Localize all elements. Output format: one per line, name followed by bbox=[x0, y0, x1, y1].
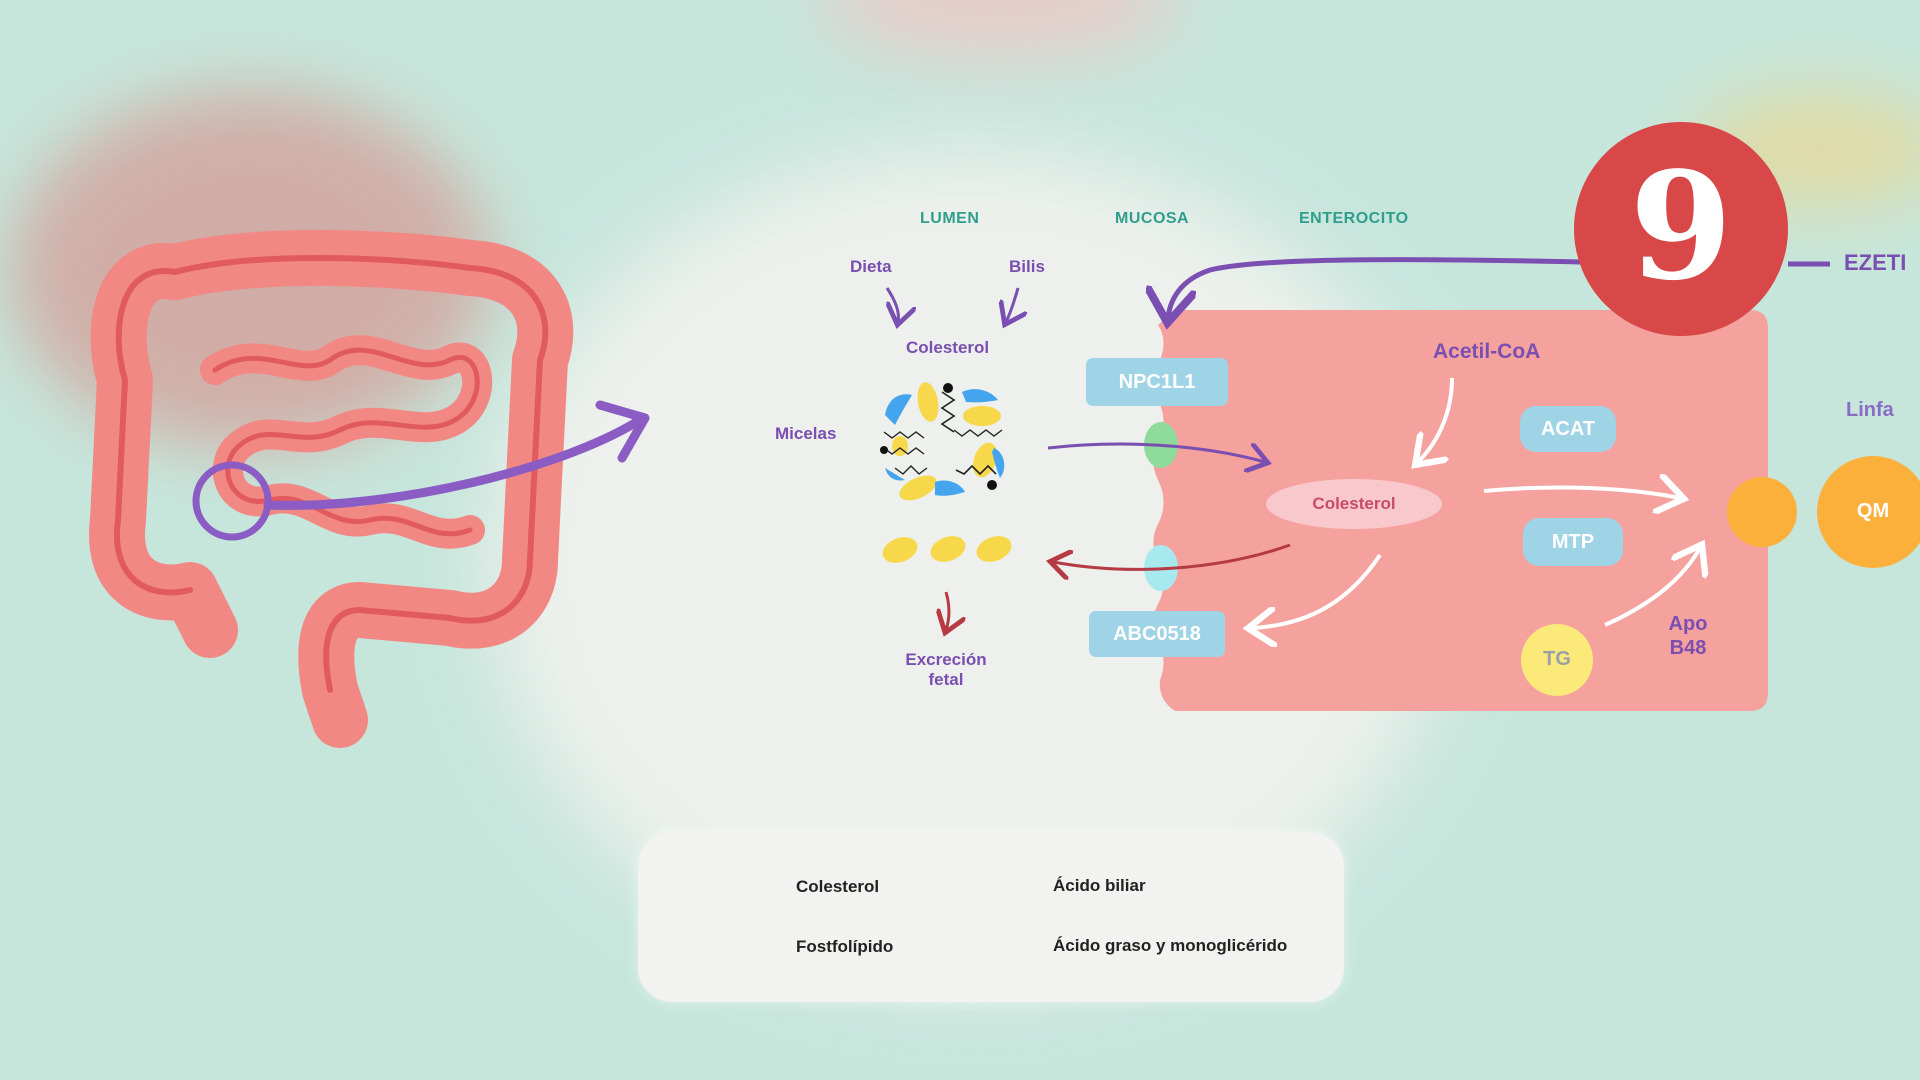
header-enterocito: ENTEROCITO bbox=[1299, 210, 1409, 227]
label-ezetimibe: EZETI bbox=[1844, 250, 1907, 275]
header-mucosa: MUCOSA bbox=[1115, 210, 1190, 227]
tg-circle bbox=[1521, 624, 1593, 696]
label-dieta: Dieta bbox=[850, 257, 892, 276]
label-excrecion-line1: Excreción bbox=[905, 650, 987, 669]
npc1l1-transporter: NPC1L1 bbox=[1086, 358, 1228, 406]
label-linfa: Linfa bbox=[1846, 399, 1894, 421]
acat-enzyme: ACAT bbox=[1520, 406, 1616, 452]
qm-circle bbox=[1817, 456, 1920, 568]
free-cholesterol bbox=[976, 536, 1012, 562]
enterocyte-cell bbox=[1153, 310, 1768, 711]
label-apo-line2: B48 bbox=[1669, 637, 1707, 659]
esterification-arrow bbox=[1483, 487, 1680, 498]
dieta-arrow bbox=[887, 287, 898, 322]
header-lumen: LUMEN bbox=[920, 210, 980, 227]
enterocyte-cholesterol-ellipse bbox=[1266, 479, 1442, 529]
absorption-arrow bbox=[1047, 442, 1265, 462]
free-cholesterol bbox=[930, 536, 966, 562]
legend-label-acido-graso: Ácido graso y monoglicérido bbox=[1053, 936, 1288, 955]
free-cholesterol bbox=[882, 537, 918, 563]
legend-panel: Colesterol Ácido biliar Fostfolípido Áci… bbox=[638, 832, 1344, 1002]
legend-label-colesterol: Colesterol bbox=[796, 877, 880, 896]
micelle bbox=[880, 382, 1005, 501]
abc0518-transporter: ABC0518 bbox=[1089, 611, 1225, 657]
label-apo-line1: Apo bbox=[1668, 613, 1708, 635]
label-bilis: Bilis bbox=[1009, 257, 1045, 276]
label-qm: QM bbox=[1856, 500, 1890, 522]
efflux-arrow bbox=[1053, 543, 1291, 569]
efflux-white-arrow bbox=[1252, 553, 1382, 628]
label-excrecion-line2: fetal bbox=[928, 670, 964, 689]
mtp-protein: MTP bbox=[1523, 518, 1623, 566]
legend-label-acido-biliar: Ácido biliar bbox=[1053, 876, 1146, 895]
step-number: 9 bbox=[1629, 139, 1733, 313]
label-micelas: Micelas bbox=[775, 424, 837, 443]
legend-label-fosfolipido: Fostfolípido bbox=[796, 937, 894, 956]
intestine-illustration bbox=[89, 229, 650, 748]
label-colesterol-enterocito: Colesterol bbox=[1312, 494, 1396, 513]
bilis-arrow bbox=[1006, 287, 1018, 322]
label-colesterol-lumen: Colesterol bbox=[906, 338, 990, 357]
acetil-coa-arrow bbox=[1418, 377, 1454, 462]
chylomicron-small bbox=[1727, 477, 1797, 547]
ezetimibe-inhibition-arrow bbox=[1168, 257, 1581, 318]
tg-arrow bbox=[1604, 548, 1700, 627]
excretion-arrow bbox=[946, 591, 949, 630]
label-excrecion: Excreción fetal bbox=[902, 650, 990, 690]
label-acetil-coa: Acetil-CoA bbox=[1433, 340, 1541, 363]
zoom-arrow bbox=[263, 415, 645, 510]
step-number-badge: 9 bbox=[1574, 122, 1788, 336]
label-apo-b48: Apo B48 bbox=[1660, 612, 1716, 660]
label-tg: TG bbox=[1543, 648, 1571, 670]
